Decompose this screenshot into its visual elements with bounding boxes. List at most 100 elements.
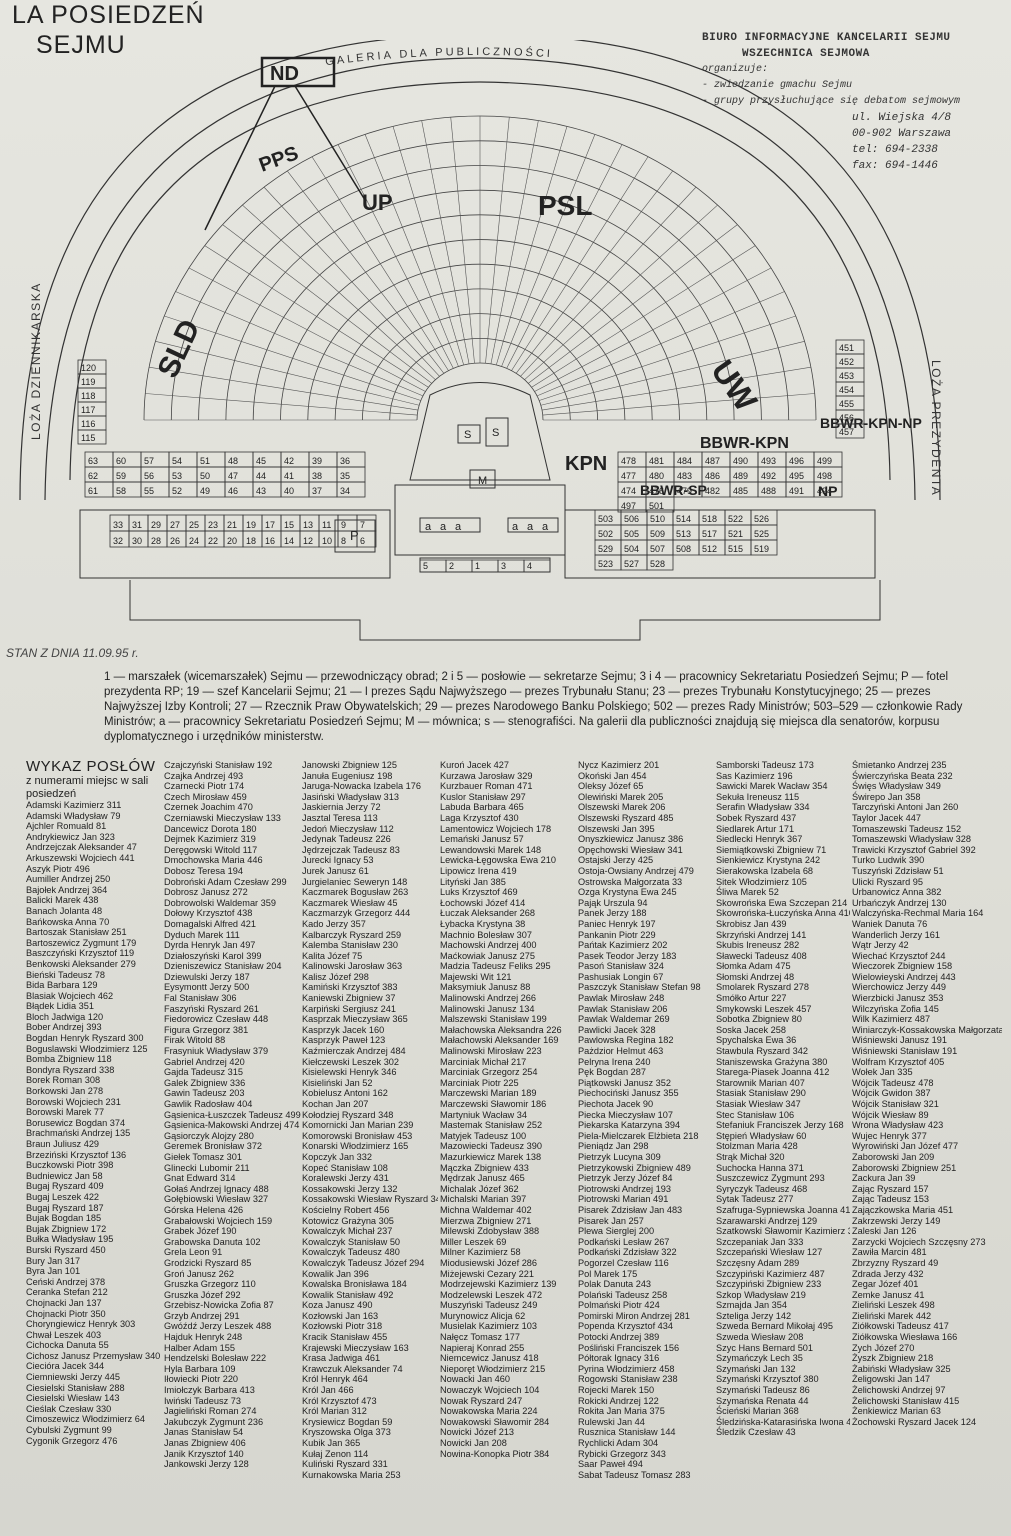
seat-number: 502 bbox=[598, 529, 613, 539]
seat-number: 60 bbox=[116, 456, 126, 466]
seat-number: 454 bbox=[839, 385, 854, 395]
marker-a3: a bbox=[455, 521, 462, 533]
seat-number: 526 bbox=[754, 514, 769, 524]
deputy-entry: Rojecki Marek 150 bbox=[578, 1385, 655, 1396]
seat-number: 522 bbox=[728, 514, 743, 524]
deputies-header: WYKAZ POSŁÓW z numerami miejsc w sali po… bbox=[26, 758, 166, 801]
deputy-entry: Pashusiak Longin 67 bbox=[578, 971, 664, 982]
seat-number: 478 bbox=[621, 456, 636, 466]
seat-number: 22 bbox=[208, 536, 218, 546]
deputy-entry: Choryngiewicz Henryk 303 bbox=[26, 1319, 136, 1330]
deputy-entry: Wyrowiński Jan Józef 477 bbox=[852, 1141, 959, 1152]
deputy-entry: Pomirski Miron Andrzej 281 bbox=[578, 1310, 690, 1321]
deputy-entry: Kochan Jan 207 bbox=[302, 1099, 369, 1109]
deputy-entry: Miller Leszek 69 bbox=[440, 1236, 507, 1247]
party-psl: PSL bbox=[538, 190, 592, 221]
deputy-entry: Aszyk Piotr 496 bbox=[26, 863, 90, 874]
seat-number: 490 bbox=[733, 456, 748, 466]
deputy-entry: Kaczmarek Bogusław 263 bbox=[302, 887, 409, 898]
deputy-entry: Wójcik Gwidon 387 bbox=[852, 1088, 931, 1099]
seat-number: 10 bbox=[322, 536, 332, 546]
seat-row-divider bbox=[540, 341, 805, 406]
seat-row-divider bbox=[155, 341, 420, 406]
seat-number: 58 bbox=[116, 486, 126, 496]
seat bbox=[835, 423, 865, 439]
deputy-entry: Soska Jacek 258 bbox=[716, 1024, 786, 1035]
deputy-entry: Staniszewska Grażyna 380 bbox=[716, 1056, 828, 1067]
deputy-entry: Zając Ryszard 157 bbox=[852, 1183, 929, 1194]
seat-number: 46 bbox=[228, 486, 238, 496]
deputy-entry: Król Henryk 464 bbox=[302, 1374, 368, 1385]
deputy-entry: Gruszka Grzegorz 110 bbox=[164, 1279, 256, 1290]
deputy-entry: Ceranka Stefan 212 bbox=[26, 1287, 108, 1298]
seat-number: 45 bbox=[256, 456, 266, 466]
deputy-entry: Chojnacki Jan 137 bbox=[26, 1297, 102, 1308]
deputy-entry: Pisarek Zdzisław Jan 483 bbox=[578, 1204, 683, 1215]
party-uw: UW bbox=[704, 353, 765, 418]
deputy-entry: Zbrzyzny Ryszard 49 bbox=[852, 1257, 939, 1268]
seat-row-divider bbox=[501, 134, 596, 367]
deputy-entry: Nowaczyk Wojciech 104 bbox=[440, 1385, 540, 1396]
deputy-entry: Czech Mirosław 459 bbox=[164, 791, 247, 802]
seat-number: 477 bbox=[621, 471, 636, 481]
deputy-entry: Żochowski Ryszard Jacek 124 bbox=[852, 1416, 977, 1427]
deputy-entry: Bloch Jadwiga 120 bbox=[26, 1011, 104, 1022]
deputy-entry: Kasprzyk Paweł 123 bbox=[302, 1035, 386, 1046]
deputy-entry: Bugaj Ryszard 409 bbox=[26, 1181, 104, 1192]
deputy-entry: Skowrońska Ewa Szczepan 214 bbox=[716, 897, 848, 908]
seat bbox=[77, 429, 107, 445]
deputy-entry: Nowakowski Sławomir 284 bbox=[440, 1416, 550, 1427]
deputy-entry: Stępień Władysław 60 bbox=[716, 1130, 807, 1141]
deputy-entry: Konarski Włodzimierz 165 bbox=[302, 1141, 409, 1152]
deputy-entry: Popenda Krzysztof 434 bbox=[578, 1321, 673, 1332]
deputy-entry: Czajka Andrzej 493 bbox=[164, 770, 244, 781]
seat-number: 513 bbox=[676, 529, 691, 539]
deputy-entry: Wójcik Wiesław 89 bbox=[852, 1109, 929, 1120]
seat-number: 62 bbox=[88, 471, 98, 481]
deputy-entry: Wielowieyski Andrzej 443 bbox=[852, 971, 956, 982]
seat-number: 28 bbox=[151, 536, 161, 546]
seat-number: 1 bbox=[475, 561, 480, 571]
deputy-entry: Bida Barbara 129 bbox=[26, 980, 98, 991]
deputy-entry: Łochowski Józef 414 bbox=[440, 897, 526, 908]
party-bbwr-kpn-np: BBWR-KPN-NP bbox=[820, 415, 922, 431]
deputy-entry: Rulewski Jan 44 bbox=[578, 1416, 645, 1427]
rostrum-box bbox=[469, 469, 496, 489]
deputy-entry: Szczęsny Adam 289 bbox=[716, 1257, 800, 1268]
seat-row-divider bbox=[541, 366, 811, 411]
seat-number: 31 bbox=[132, 520, 142, 530]
seat bbox=[336, 481, 366, 498]
deputy-entry: Miżejewski Cezary 221 bbox=[440, 1268, 534, 1279]
seat-number: 523 bbox=[598, 559, 613, 569]
deputy-entry: Król Marian 312 bbox=[302, 1406, 367, 1417]
deputy-entry: Machnio Bolesław 307 bbox=[440, 929, 532, 940]
deputy-entry: Lityński Jan 385 bbox=[440, 876, 506, 887]
seat-number: 30 bbox=[132, 536, 142, 546]
marker-m: M bbox=[478, 475, 487, 487]
deputy-entry: Wątr Jerzy 42 bbox=[852, 940, 909, 951]
deputy-entry: Borusewicz Bogdan 374 bbox=[26, 1117, 126, 1128]
seat-row-divider bbox=[421, 120, 470, 364]
deputy-entry: Groń Janusz 262 bbox=[164, 1268, 234, 1279]
deputy-entry: Dyduch Marek 111 bbox=[164, 929, 240, 940]
seat-row-divider bbox=[490, 120, 539, 364]
seat-number: 497 bbox=[621, 501, 636, 511]
deputy-entry: Łybacka Krystyna 38 bbox=[440, 918, 526, 929]
deputy-entry: Kisielewski Henryk 346 bbox=[302, 1067, 397, 1078]
deputy-entry: Żelichowski Andrzej 97 bbox=[852, 1385, 946, 1396]
deputy-entry: Zych Józef 270 bbox=[852, 1342, 915, 1353]
deputy-entry: Gołębiowski Wiesław 327 bbox=[164, 1194, 269, 1205]
deputy-entry: Waniek Danuta 76 bbox=[852, 918, 928, 929]
deputy-entry: Czernek Joachim 470 bbox=[164, 802, 253, 813]
deputy-entry: Rusznica Stanisław 144 bbox=[578, 1427, 676, 1438]
bureau-name: BIURO INFORMACYJNE KANCELARII SEJMU bbox=[702, 32, 951, 44]
deputy-entry: Milewski Zdobysław 388 bbox=[440, 1226, 540, 1237]
deputy-entry: Ciecióra Jacek 344 bbox=[26, 1361, 105, 1372]
bureau-address-2: 00-902 Warszawa bbox=[852, 128, 952, 140]
deputy-entry: Pasoń Stanisław 324 bbox=[578, 961, 664, 972]
deputy-entry: Zackura Jan 39 bbox=[852, 1173, 916, 1184]
deputy-entry: Sekuła Ireneusz 115 bbox=[716, 791, 800, 802]
deputy-entry: Chwał Leszek 403 bbox=[26, 1329, 102, 1340]
seat-number: 43 bbox=[256, 486, 266, 496]
